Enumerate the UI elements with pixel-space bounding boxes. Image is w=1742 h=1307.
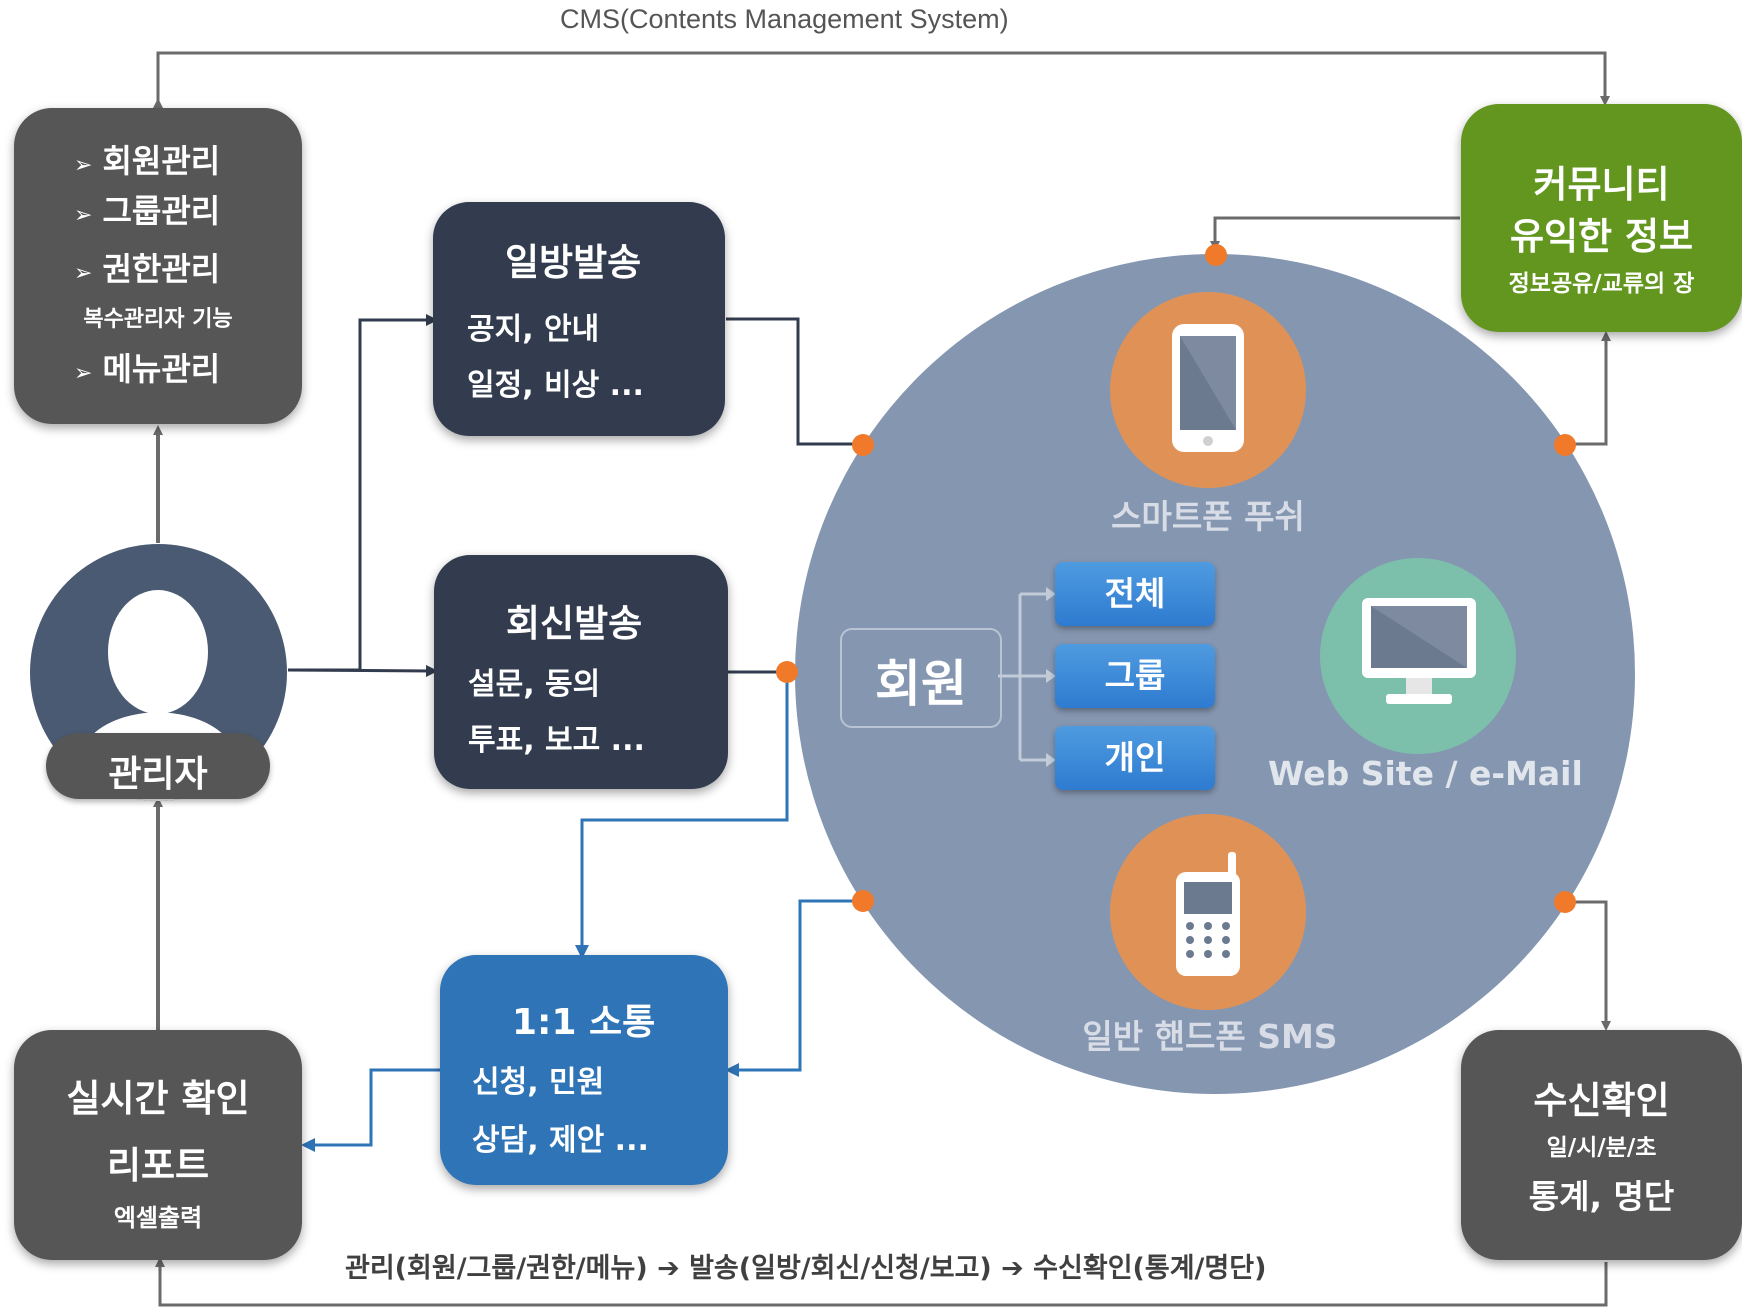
cms-loop-line — [153, 51, 1610, 108]
member-label: 회원 — [875, 655, 967, 713]
receipt-time-unit: 일/시/분/초 — [1546, 1135, 1657, 1161]
receipt-stats: 통계, 명단 — [1528, 1177, 1675, 1216]
multi-admin-note: 복수관리자 기능 — [83, 307, 233, 332]
connector-dot — [852, 890, 874, 912]
community-sub: 정보공유/교류의 장 — [1508, 271, 1695, 297]
oneway-send-box: 일방발송 공지, 안내 일정, 비상 ... — [433, 202, 725, 436]
bullet-icon: ➢ — [74, 153, 93, 178]
oneway-to-circle-line — [726, 317, 862, 446]
admin-to-reply-line — [287, 664, 438, 677]
target-all-button[interactable]: 전체 — [1055, 562, 1215, 626]
receipt-check-box: 수신확인 일/시/분/초 통계, 명단 — [1461, 1030, 1742, 1260]
web-device — [1320, 558, 1516, 754]
circle-to-one-to-one-line — [575, 672, 789, 959]
community-to-circle-line — [1210, 216, 1460, 251]
target-group-button[interactable]: 그룹 — [1055, 644, 1215, 708]
circle-to-receipt-line — [1564, 900, 1611, 1031]
oneway-line1: 공지, 안내 — [467, 312, 600, 347]
oneway-title: 일방발송 — [505, 241, 642, 284]
reply-title: 회신발송 — [506, 602, 643, 645]
community-line2: 유익한 정보 — [1509, 215, 1694, 258]
connector-dot — [776, 661, 798, 683]
menu-item-menu: ➢메뉴관리 — [74, 350, 221, 388]
web-email-label: Web Site / e-Mail — [1268, 754, 1583, 793]
admin-to-oneway-line — [288, 314, 438, 672]
mobile-phone-icon — [1176, 852, 1240, 976]
menu-item-group: ➢그룹관리 — [74, 192, 221, 230]
smartphone-push-label: 스마트폰 푸쉬 — [1111, 497, 1305, 536]
connector-dot — [1554, 434, 1576, 456]
bottom-loop-line — [155, 1257, 1608, 1307]
admin-label: 관리자 — [108, 754, 208, 795]
reply-send-box: 회신발송 설문, 동의 투표, 보고 ... — [434, 555, 728, 789]
bullet-icon: ➢ — [74, 361, 93, 386]
sms-label: 일반 핸드폰 SMS — [1082, 1017, 1338, 1056]
excel-export-note: 엑셀출력 — [113, 1204, 203, 1232]
bullet-icon: ➢ — [74, 203, 93, 228]
monitor-icon — [1362, 598, 1476, 704]
circle-to-one-to-one-return-line — [725, 899, 862, 1077]
bullet-icon: ➢ — [74, 261, 93, 286]
one-to-one-to-realtime-line — [301, 1068, 440, 1152]
menu-item-permission: ➢권한관리 — [74, 250, 221, 288]
one-to-one-line1: 신청, 민원 — [472, 1065, 605, 1100]
smartphone-device — [1110, 292, 1306, 488]
connector-dot — [852, 434, 874, 456]
target-individual-button[interactable]: 개인 — [1055, 726, 1215, 790]
community-line1: 커뮤니티 — [1533, 163, 1670, 206]
connector-dot — [1554, 891, 1576, 913]
admin-label-pill: 관리자 — [46, 733, 270, 799]
member-label-box: 회원 — [840, 628, 1002, 728]
smartphone-icon — [1172, 324, 1244, 452]
realtime-title: 실시간 확인 — [66, 1077, 250, 1120]
community-box: 커뮤니티 유익한 정보 정보공유/교류의 장 — [1461, 104, 1742, 332]
connector-dot — [1205, 244, 1227, 266]
footer-process-flow: 관리(회원/그룹/권한/메뉴) ➔ 발송(일방/회신/신청/보고) ➔ 수신확인… — [345, 1253, 1267, 1284]
reply-line2: 투표, 보고 ... — [468, 723, 645, 758]
oneway-line2: 일정, 비상 ... — [467, 368, 644, 403]
realtime-report-box: 실시간 확인 리포트 엑셀출력 — [14, 1030, 302, 1260]
realtime-report-label: 리포트 — [106, 1144, 210, 1187]
admin-feature-panel: ➢회원관리 ➢그룹관리 ➢권한관리 복수관리자 기능 ➢메뉴관리 — [14, 108, 302, 424]
receipt-title: 수신확인 — [1533, 1079, 1670, 1122]
reply-line1: 설문, 동의 — [468, 667, 601, 702]
one-to-one-box: 1:1 소통 신청, 민원 상담, 제안 ... — [440, 955, 728, 1185]
feature-phone-device — [1110, 814, 1306, 1010]
member-branch-lines — [998, 587, 1056, 767]
circle-to-community-line — [1564, 331, 1611, 446]
menu-item-member: ➢회원관리 — [74, 142, 221, 180]
one-to-one-title: 1:1 소통 — [512, 1002, 656, 1043]
cms-title: CMS(Contents Management System) — [560, 4, 1009, 34]
one-to-one-line2: 상담, 제안 ... — [472, 1123, 649, 1158]
